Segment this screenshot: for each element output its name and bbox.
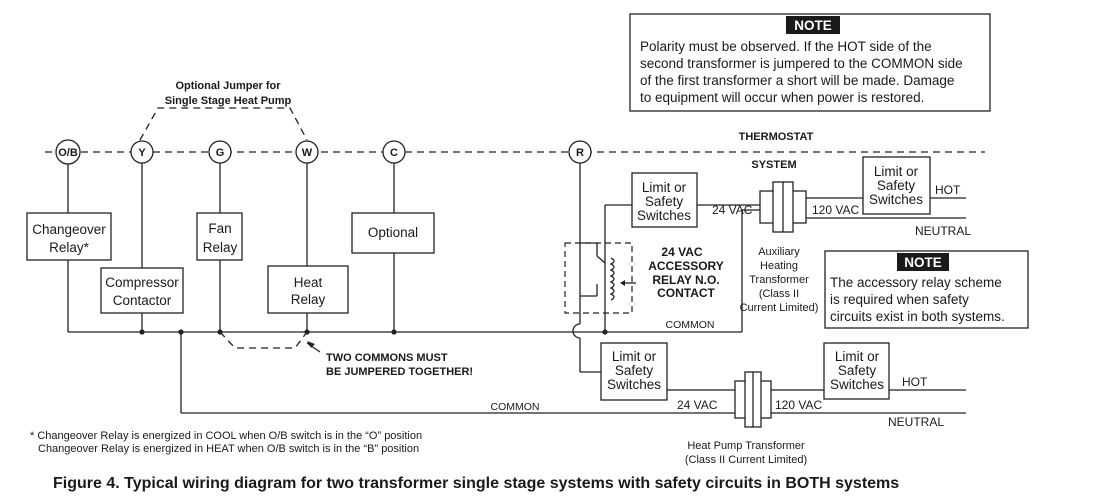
svg-text:CONTACT: CONTACT bbox=[657, 286, 715, 300]
svg-text:Y: Y bbox=[138, 147, 146, 159]
svg-text:NOTE: NOTE bbox=[794, 18, 832, 33]
svg-text:Safety: Safety bbox=[645, 194, 684, 209]
fan-relay-box: Fan Relay bbox=[196, 212, 243, 261]
terminal-g: G bbox=[208, 140, 232, 164]
changeover-relay-box: Changeover Relay* bbox=[26, 212, 112, 261]
terminal-y: Y bbox=[130, 140, 154, 164]
svg-text:Relay: Relay bbox=[203, 240, 238, 255]
vac120-lower-label: 120 VAC bbox=[775, 398, 822, 412]
svg-text:Compressor: Compressor bbox=[105, 275, 179, 290]
terminal-ob: O/B bbox=[55, 139, 81, 165]
limit-switch-box-lower-left: Limit or Safety Switches bbox=[600, 342, 668, 401]
svg-text:TWO COMMONS MUST: TWO COMMONS MUST bbox=[326, 352, 448, 364]
svg-text:G: G bbox=[216, 147, 225, 159]
svg-text:24 VAC: 24 VAC bbox=[661, 245, 702, 259]
footnote: * Changeover Relay is energized in COOL … bbox=[30, 430, 422, 455]
svg-text:Polarity must be observed. If: Polarity must be observed. If the HOT si… bbox=[640, 39, 932, 54]
svg-text:(Class II: (Class II bbox=[759, 288, 799, 300]
svg-text:circuits exist in both systems: circuits exist in both systems. bbox=[830, 309, 1005, 324]
svg-text:Current Limited): Current Limited) bbox=[740, 302, 819, 314]
svg-text:Switches: Switches bbox=[607, 377, 661, 392]
svg-text:Switches: Switches bbox=[869, 192, 923, 207]
svg-text:Transformer: Transformer bbox=[749, 274, 809, 286]
thermostat-label: THERMOSTAT bbox=[739, 131, 814, 143]
svg-text:Switches: Switches bbox=[637, 208, 691, 223]
note-mid: NOTE The accessory relay scheme is requi… bbox=[824, 250, 1029, 329]
neutral-lower-label: NEUTRAL bbox=[888, 415, 944, 429]
svg-text:second transformer is jumpered: second transformer is jumpered to the CO… bbox=[640, 56, 963, 71]
optional-box: Optional bbox=[351, 212, 435, 254]
compressor-contactor-box: Compressor Contactor bbox=[100, 267, 184, 314]
svg-text:Safety: Safety bbox=[838, 363, 877, 378]
commons-jumper-wire bbox=[219, 331, 308, 349]
aux-transformer-label: Auxiliary Heating Transformer (Class II … bbox=[740, 246, 819, 314]
svg-text:Relay: Relay bbox=[291, 292, 326, 307]
figure-caption: Figure 4. Typical wiring diagram for two… bbox=[53, 475, 899, 492]
svg-text:Switches: Switches bbox=[830, 377, 884, 392]
svg-text:Heating: Heating bbox=[760, 260, 798, 272]
limit-switch-box-upper-right: Limit or Safety Switches bbox=[862, 156, 931, 215]
neutral-upper-label: NEUTRAL bbox=[915, 224, 971, 238]
hot-lower-label: HOT bbox=[902, 375, 928, 389]
svg-text:Limit or: Limit or bbox=[835, 349, 880, 364]
hp-transformer-label: Heat Pump Transformer (Class II Current … bbox=[685, 440, 807, 466]
vac120-upper-label: 120 VAC bbox=[812, 203, 859, 217]
heat-relay-box: Heat Relay bbox=[267, 265, 349, 314]
svg-text:The accessory relay scheme: The accessory relay scheme bbox=[830, 275, 1002, 290]
limit-switch-box-lower-right: Limit or Safety Switches bbox=[823, 342, 890, 400]
common-label-lower: COMMON bbox=[491, 401, 540, 413]
svg-text:* Changeover Relay is energize: * Changeover Relay is energized in COOL … bbox=[30, 430, 422, 442]
svg-text:Heat Pump Transformer: Heat Pump Transformer bbox=[687, 440, 805, 452]
svg-text:Limit or: Limit or bbox=[874, 164, 919, 179]
vac24-upper-label: 24 VAC bbox=[712, 203, 753, 217]
svg-text:Heat: Heat bbox=[294, 275, 323, 290]
svg-text:Optional Jumper for: Optional Jumper for bbox=[175, 80, 281, 92]
common-label-upper: COMMON bbox=[666, 319, 715, 331]
svg-text:Optional: Optional bbox=[368, 225, 418, 240]
svg-text:Contactor: Contactor bbox=[113, 293, 172, 308]
svg-text:Safety: Safety bbox=[877, 178, 916, 193]
terminal-c: C bbox=[382, 140, 406, 164]
svg-text:RELAY N.O.: RELAY N.O. bbox=[652, 273, 719, 287]
aux-transformer bbox=[759, 181, 807, 233]
svg-text:Single Stage Heat Pump: Single Stage Heat Pump bbox=[165, 95, 292, 107]
svg-text:ACCESSORY: ACCESSORY bbox=[648, 259, 724, 273]
svg-text:R: R bbox=[576, 147, 584, 159]
svg-text:C: C bbox=[390, 147, 398, 159]
optional-jumper-label: Optional Jumper for Single Stage Heat Pu… bbox=[165, 80, 292, 107]
svg-text:Changeover: Changeover bbox=[32, 222, 106, 237]
limit-switch-box-upper-left: Limit or Safety Switches bbox=[631, 172, 698, 228]
hot-upper-label: HOT bbox=[935, 183, 961, 197]
accessory-relay-label: 24 VAC ACCESSORY RELAY N.O. CONTACT bbox=[648, 245, 724, 300]
svg-text:NOTE: NOTE bbox=[904, 255, 942, 270]
svg-text:Auxiliary: Auxiliary bbox=[758, 246, 800, 258]
svg-text:of the first transformer a sho: of the first transformer a short will be… bbox=[640, 73, 954, 88]
terminals: O/B Y G W C R bbox=[55, 139, 592, 165]
svg-text:Limit or: Limit or bbox=[612, 349, 657, 364]
vac24-lower-label: 24 VAC bbox=[677, 398, 718, 412]
terminal-r: R bbox=[568, 140, 592, 164]
svg-text:is required when safety: is required when safety bbox=[830, 292, 969, 307]
heat-pump-transformer bbox=[734, 371, 772, 428]
system-label: SYSTEM bbox=[751, 159, 796, 171]
svg-text:Limit or: Limit or bbox=[642, 180, 687, 195]
svg-text:O/B: O/B bbox=[58, 147, 78, 159]
svg-text:Safety: Safety bbox=[615, 363, 654, 378]
svg-text:W: W bbox=[302, 147, 313, 159]
accessory-relay bbox=[564, 242, 636, 314]
svg-text:BE JUMPERED TOGETHER!: BE JUMPERED TOGETHER! bbox=[326, 366, 473, 378]
svg-text:(Class II Current Limited): (Class II Current Limited) bbox=[685, 454, 807, 466]
svg-text:Changeover Relay is energized: Changeover Relay is energized in HEAT wh… bbox=[38, 443, 419, 455]
svg-text:to equipment will occur when p: to equipment will occur when power is re… bbox=[640, 90, 924, 105]
terminal-w: W bbox=[295, 140, 319, 164]
svg-text:Fan: Fan bbox=[208, 221, 231, 236]
optional-jumper-wire bbox=[139, 107, 308, 141]
svg-text:Relay*: Relay* bbox=[49, 240, 90, 255]
note-top: NOTE Polarity must be observed. If the H… bbox=[629, 13, 991, 112]
two-commons-label: TWO COMMONS MUST BE JUMPERED TOGETHER! bbox=[306, 341, 473, 378]
